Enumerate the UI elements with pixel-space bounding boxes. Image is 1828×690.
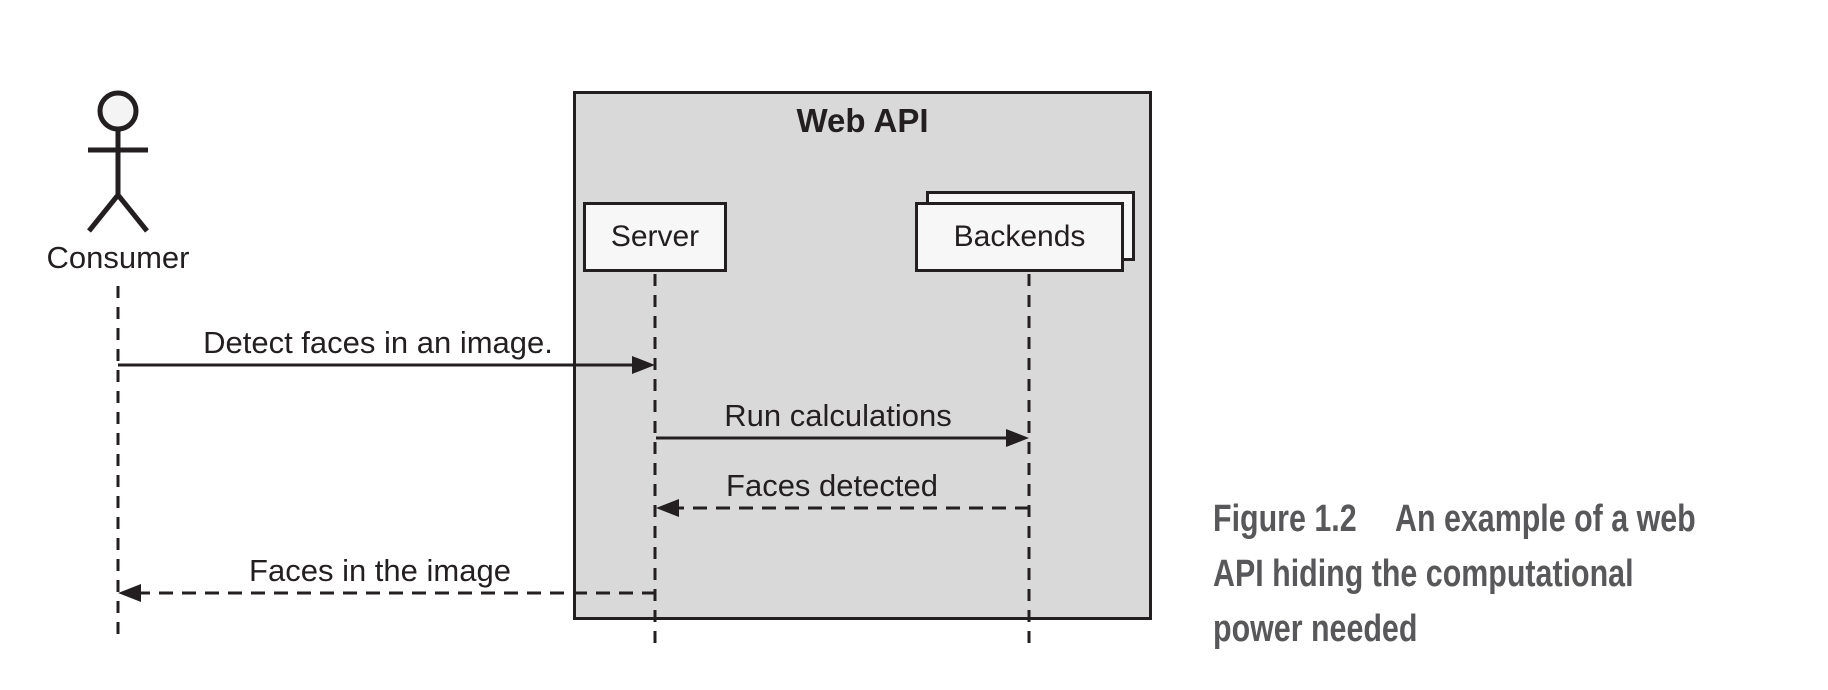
server-box: Server [583,202,727,272]
actor-left-leg [87,193,120,233]
message-label-faces-detected: Faces detected [726,468,938,503]
actor-icon [87,90,149,233]
caption-text-1: An example of a web [1395,498,1696,540]
caption-line-3: power needed [1213,608,1418,650]
web-api-container-box: Web API [573,91,1152,620]
backends-label: Backends [953,220,1086,253]
caption-line-2: API hiding the computational [1213,553,1634,595]
message-label-run-calculations: Run calculations [724,398,952,433]
message-label-detect-faces: Detect faces in an image. [203,325,553,360]
actor-right-leg [116,193,149,233]
web-api-title: Web API [796,102,929,139]
actor-head [97,90,139,132]
backends-box: Backends [915,202,1124,272]
figure-caption: Figure 1.2 An example of a web API hiding… [1213,492,1741,657]
server-label: Server [610,220,700,253]
arrowhead-left-icon [118,584,141,602]
caption-figure-number: Figure 1.2 [1213,498,1357,540]
caption-line-1: Figure 1.2 An example of a web [1213,492,1741,547]
message-label-faces-in-image: Faces in the image [249,553,511,588]
consumer-label: Consumer [46,240,190,275]
